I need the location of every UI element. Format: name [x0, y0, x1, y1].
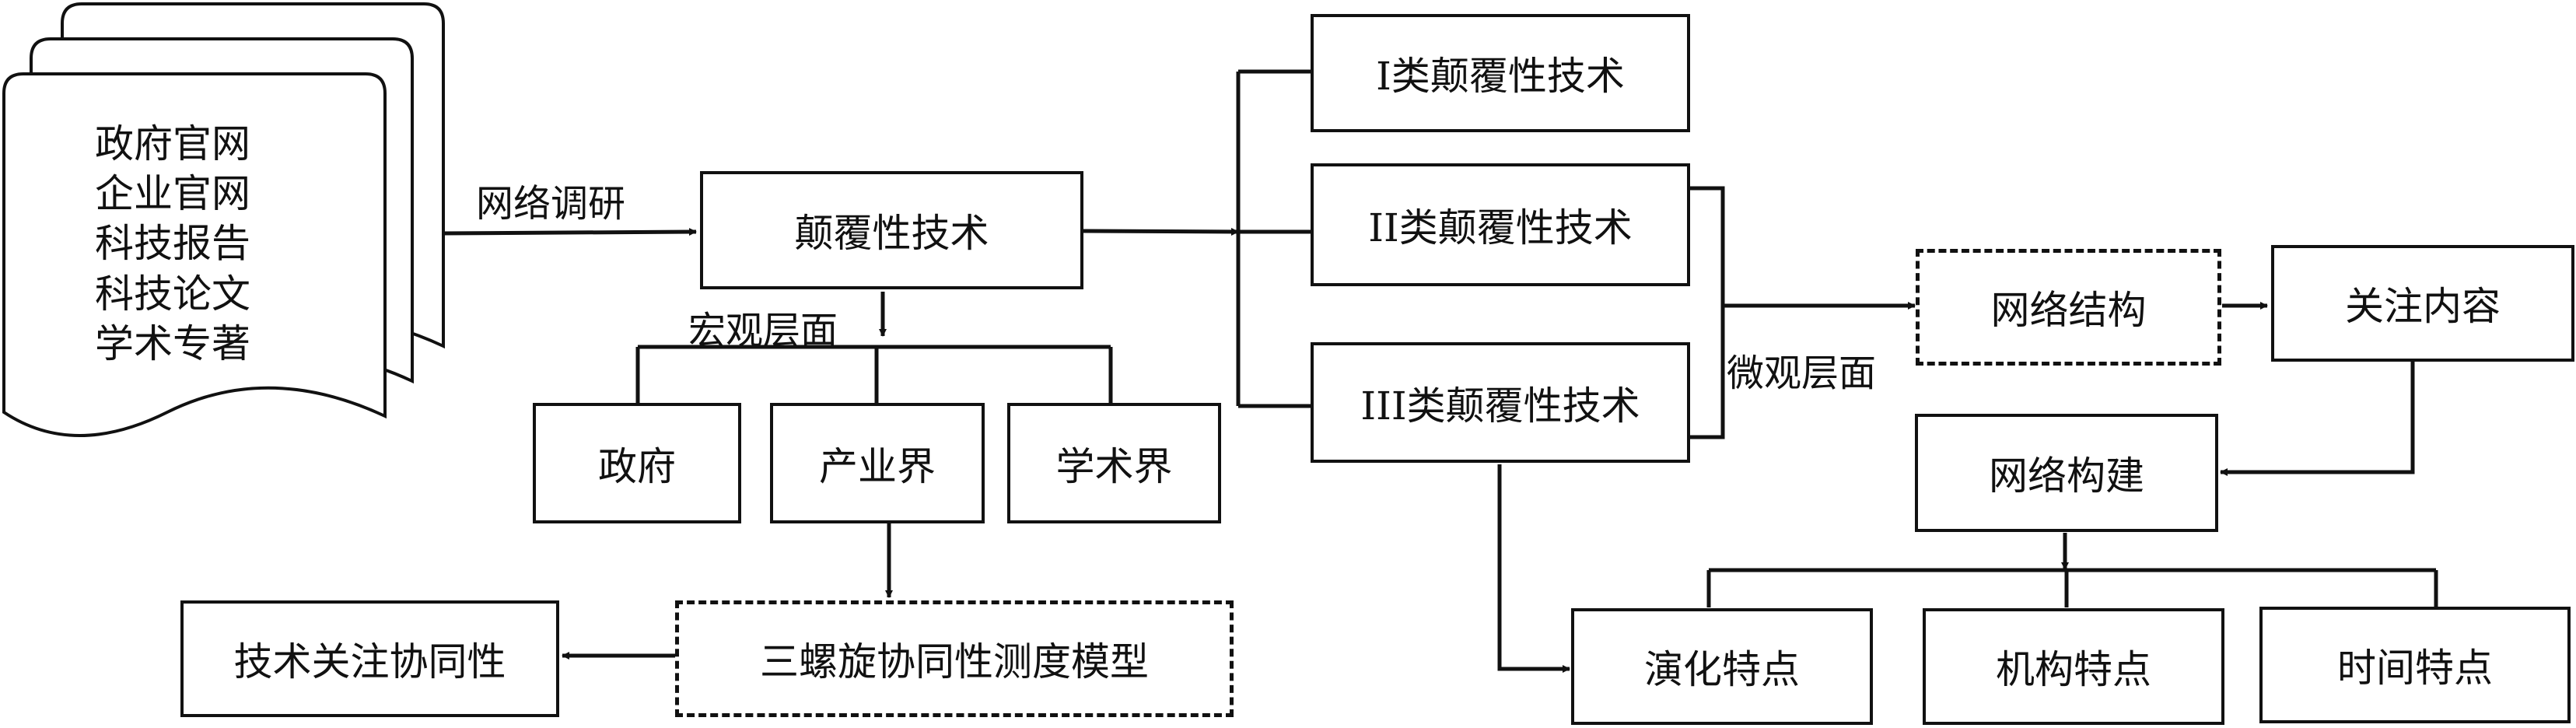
industry-box: 产业界	[770, 403, 985, 523]
institution-box: 机构特点	[1923, 608, 2224, 725]
type2-box: II类颠覆性技术	[1311, 163, 1690, 286]
survey-label: 网络调研	[476, 182, 626, 226]
disruptive-tech-box: 颠覆性技术	[700, 171, 1083, 289]
time-box: 时间特点	[2259, 607, 2571, 723]
attention-content-box: 关注内容	[2271, 245, 2574, 362]
source-item: 学术专著	[95, 321, 250, 366]
network-build-box: 网络构建	[1915, 414, 2218, 532]
source-item: 企业官网	[95, 171, 250, 216]
tech-synergy-box: 技术关注协同性	[180, 600, 559, 717]
evolution-box: 演化特点	[1571, 608, 1873, 725]
document-stack-icon	[2, 2, 445, 437]
network-structure-box: 网络结构	[1916, 249, 2221, 366]
micro-label: 微观层面	[1727, 352, 1877, 395]
source-item: 科技论文	[95, 271, 250, 317]
academia-box: 学术界	[1007, 403, 1221, 523]
source-item: 科技报告	[95, 221, 250, 266]
macro-label: 宏观层面	[688, 309, 838, 352]
source-item: 政府官网	[95, 121, 250, 166]
gov-box: 政府	[533, 403, 741, 523]
type3-box: III类颠覆性技术	[1311, 342, 1690, 463]
type1-box: I类颠覆性技术	[1311, 14, 1690, 132]
helix-model-box: 三螺旋协同性测度模型	[675, 600, 1234, 717]
